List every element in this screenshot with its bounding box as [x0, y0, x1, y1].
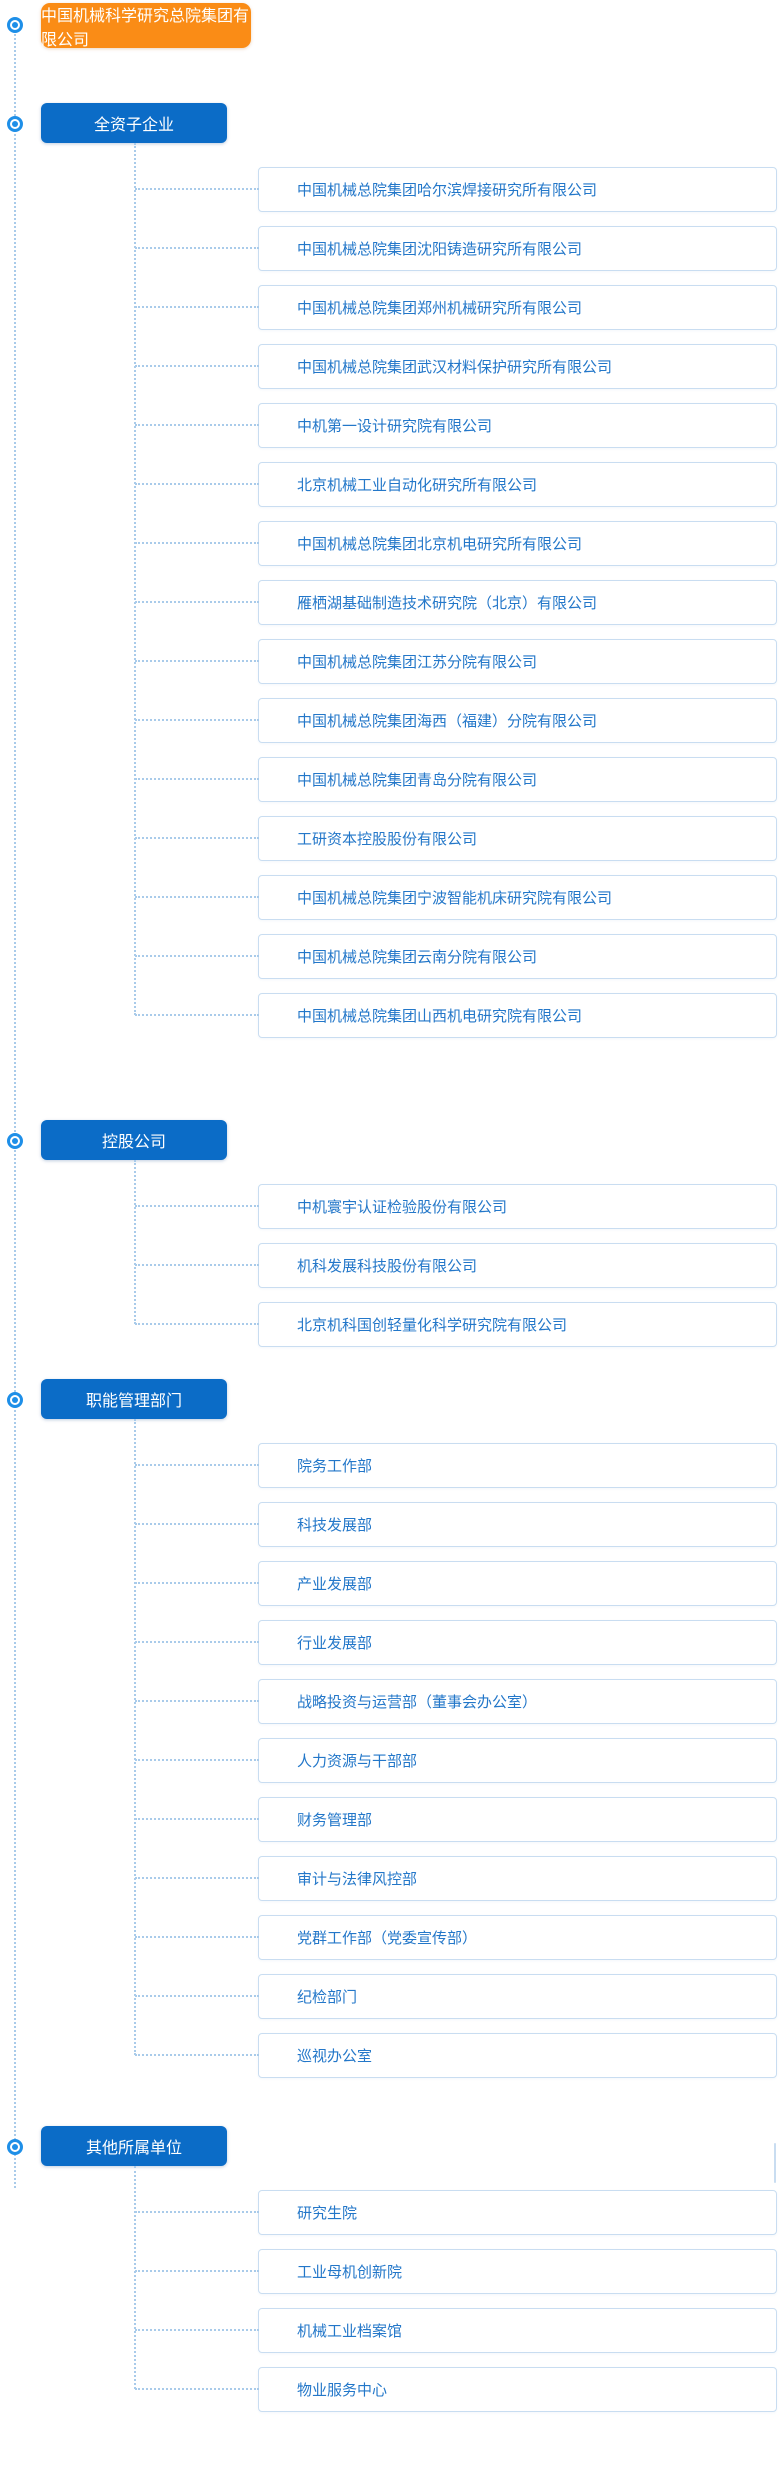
cutoff-box-border-fragment [774, 2143, 776, 2183]
section-other-affiliated-units: 其他所属单位 研究生院 工业母机创新院 机械工业档案馆 物业服务中心 [0, 2126, 779, 2412]
section-item-list: 院务工作部 科技发展部 产业发展部 行业发展部 战略投资与运营部（董事会办公室）… [0, 1419, 779, 2078]
section-title-button[interactable]: 其他所属单位 [41, 2126, 227, 2166]
section-item-list: 中国机械总院集团哈尔滨焊接研究所有限公司 中国机械总院集团沈阳铸造研究所有限公司… [0, 143, 779, 1038]
org-unit-item[interactable]: 中国机械总院集团江苏分院有限公司 [135, 639, 777, 684]
org-unit-item[interactable]: 人力资源与干部部 [135, 1738, 777, 1783]
org-unit-item[interactable]: 中国机械总院集团宁波智能机床研究院有限公司 [135, 875, 777, 920]
org-unit-item[interactable]: 工研资本控股股份有限公司 [135, 816, 777, 861]
org-unit-item[interactable]: 研究生院 [135, 2190, 777, 2235]
org-unit-item[interactable]: 北京机科国创轻量化科学研究院有限公司 [135, 1302, 777, 1347]
org-unit-item[interactable]: 巡视办公室 [135, 2033, 777, 2078]
org-unit-item[interactable]: 中国机械总院集团山西机电研究院有限公司 [135, 993, 777, 1038]
section-wholly-owned-subsidiaries: 全资子企业 中国机械总院集团哈尔滨焊接研究所有限公司 中国机械总院集团沈阳铸造研… [0, 103, 779, 1038]
org-unit-item[interactable]: 机械工业档案馆 [135, 2308, 777, 2353]
root-company-button[interactable]: 中国机械科学研究总院集团有限公司 [41, 3, 251, 49]
section-title-button[interactable]: 职能管理部门 [41, 1379, 227, 1419]
radio-dot-icon [7, 116, 23, 132]
section-title-button[interactable]: 全资子企业 [41, 103, 227, 143]
org-unit-item[interactable]: 审计与法律风控部 [135, 1856, 777, 1901]
org-unit-item[interactable]: 机科发展科技股份有限公司 [135, 1243, 777, 1288]
org-unit-item[interactable]: 院务工作部 [135, 1443, 777, 1488]
org-chart: 中国机械科学研究总院集团有限公司 全资子企业 中国机械总院集团哈尔滨焊接研究所有… [0, 0, 779, 2412]
section-title-button[interactable]: 控股公司 [41, 1120, 227, 1160]
section-item-list: 中机寰宇认证检验股份有限公司 机科发展科技股份有限公司 北京机科国创轻量化科学研… [0, 1160, 779, 1347]
org-unit-item[interactable]: 物业服务中心 [135, 2367, 777, 2412]
radio-dot-icon [7, 1133, 23, 1149]
org-unit-item[interactable]: 党群工作部（党委宣传部） [135, 1915, 777, 1960]
org-unit-item[interactable]: 雁栖湖基础制造技术研究院（北京）有限公司 [135, 580, 777, 625]
section-connector-line [134, 1160, 136, 1324]
org-unit-item[interactable]: 财务管理部 [135, 1797, 777, 1842]
org-unit-item[interactable]: 工业母机创新院 [135, 2249, 777, 2294]
tree-spine-line [14, 25, 16, 2188]
section-connector-line [134, 1419, 136, 2055]
org-unit-item[interactable]: 科技发展部 [135, 1502, 777, 1547]
org-unit-item[interactable]: 中国机械总院集团沈阳铸造研究所有限公司 [135, 226, 777, 271]
org-unit-item[interactable]: 中国机械总院集团云南分院有限公司 [135, 934, 777, 979]
radio-dot-icon [7, 1392, 23, 1408]
org-unit-item[interactable]: 中国机械总院集团郑州机械研究所有限公司 [135, 285, 777, 330]
org-unit-item[interactable]: 中国机械总院集团北京机电研究所有限公司 [135, 521, 777, 566]
section-functional-departments: 职能管理部门 院务工作部 科技发展部 产业发展部 行业发展部 战略投资与运营部（… [0, 1379, 779, 2078]
section-connector-line [134, 2166, 136, 2389]
org-unit-item[interactable]: 中国机械总院集团哈尔滨焊接研究所有限公司 [135, 167, 777, 212]
org-unit-item[interactable]: 中国机械总院集团青岛分院有限公司 [135, 757, 777, 802]
section-connector-line [134, 143, 136, 1015]
section-item-list: 研究生院 工业母机创新院 机械工业档案馆 物业服务中心 [0, 2166, 779, 2412]
org-root-node: 中国机械科学研究总院集团有限公司 [0, 0, 779, 49]
org-unit-item[interactable]: 中机寰宇认证检验股份有限公司 [135, 1184, 777, 1229]
org-unit-item[interactable]: 产业发展部 [135, 1561, 777, 1606]
radio-dot-icon [7, 17, 23, 33]
radio-dot-icon [7, 2139, 23, 2155]
org-unit-item[interactable]: 中国机械总院集团海西（福建）分院有限公司 [135, 698, 777, 743]
org-unit-item[interactable]: 行业发展部 [135, 1620, 777, 1665]
section-holding-companies: 控股公司 中机寰宇认证检验股份有限公司 机科发展科技股份有限公司 北京机科国创轻… [0, 1120, 779, 1347]
org-unit-item[interactable]: 中机第一设计研究院有限公司 [135, 403, 777, 448]
org-unit-item[interactable]: 北京机械工业自动化研究所有限公司 [135, 462, 777, 507]
org-unit-item[interactable]: 纪检部门 [135, 1974, 777, 2019]
org-unit-item[interactable]: 战略投资与运营部（董事会办公室） [135, 1679, 777, 1724]
org-unit-item[interactable]: 中国机械总院集团武汉材料保护研究所有限公司 [135, 344, 777, 389]
